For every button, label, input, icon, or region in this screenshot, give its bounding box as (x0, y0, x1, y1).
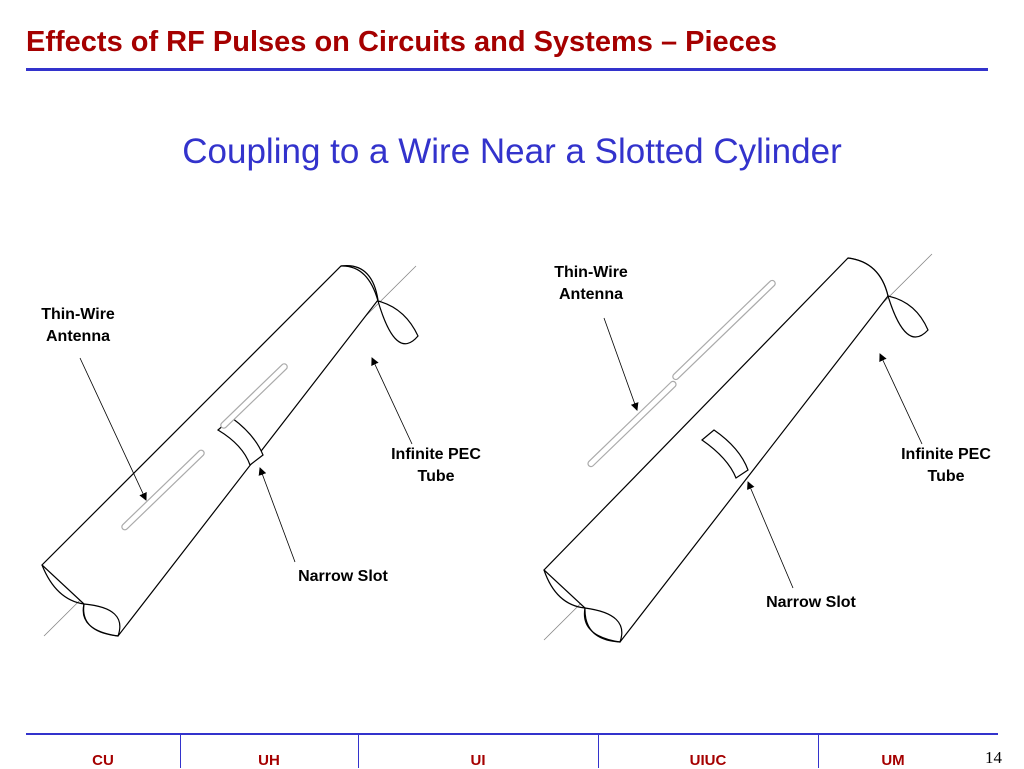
right-tube-leader (879, 353, 923, 445)
right-slot-label: Narrow Slot (766, 594, 856, 611)
left-antenna-upper (220, 363, 288, 429)
left-tube-leader (371, 357, 413, 445)
left-tube-label: Infinite PEC Tube (391, 446, 481, 485)
left-slot-label: Narrow Slot (298, 568, 388, 585)
slide-title: Effects of RF Pulses on Circuits and Sys… (26, 26, 778, 58)
left-antenna-label: Thin-Wire Antenna (41, 306, 115, 345)
left-slot (216, 417, 264, 466)
slide-subtitle: Coupling to a Wire Near a Slotted Cylind… (182, 132, 842, 171)
footer-separator (180, 735, 181, 768)
left-antenna-lower (121, 449, 205, 531)
footer-item-uh: UH (258, 752, 280, 769)
right-slot-leader (747, 481, 794, 589)
left-antenna-leader (79, 357, 147, 501)
footer-separator (358, 735, 359, 768)
right-antenna-leader (603, 317, 639, 411)
right-antenna-lower (587, 380, 677, 468)
footer-item-um: UM (881, 752, 905, 769)
right-antenna-upper (672, 279, 776, 381)
footer-rule (26, 733, 998, 735)
footer-item-cu: CU (92, 752, 114, 769)
page-number: 14 (985, 748, 1002, 767)
right-slot (701, 429, 749, 479)
right-cylinder (543, 253, 933, 643)
title-rule (26, 68, 988, 71)
right-antenna-label: Thin-Wire Antenna (554, 264, 628, 303)
left-cylinder (41, 265, 419, 637)
footer-separator (818, 735, 819, 768)
footer-separator (598, 735, 599, 768)
right-tube-label: Infinite PEC Tube (901, 446, 991, 485)
footer-item-ui: UI (470, 752, 486, 769)
footer-item-uiuc: UIUC (689, 752, 727, 769)
left-slot-leader (258, 467, 296, 563)
